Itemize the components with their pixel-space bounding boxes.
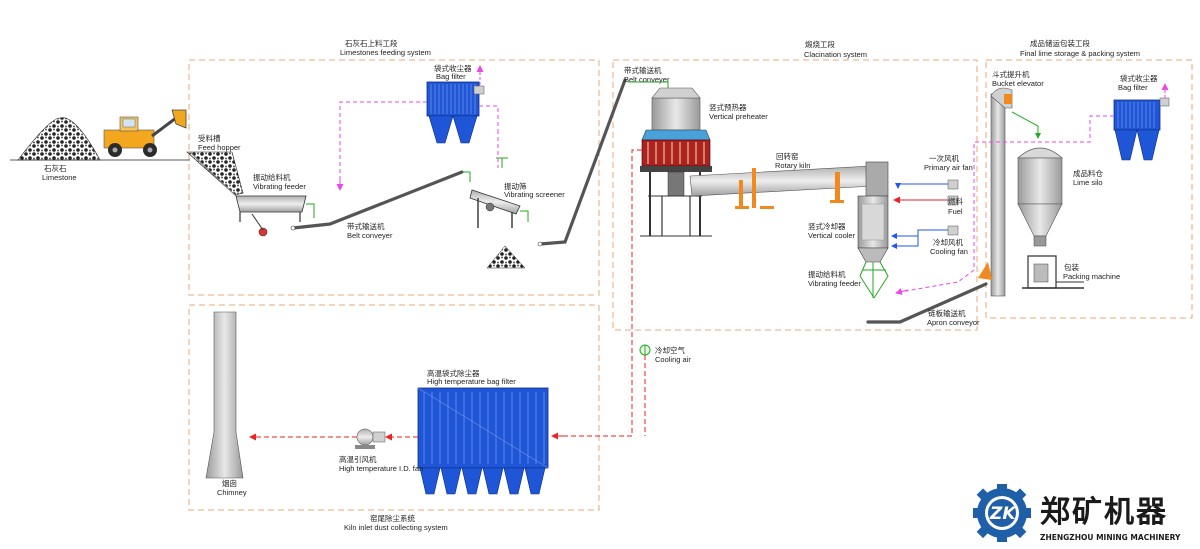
feeding-section-title-cn: 石灰石上料工段: [345, 38, 398, 48]
vertical-preheater-label-cn: 竖式预热器: [709, 102, 747, 112]
cooling-air-valve: [639, 344, 651, 356]
packing-machine: [1022, 255, 1084, 289]
bucket-elevator-label-cn: 斗式提升机: [992, 69, 1030, 79]
chimney-label-cn: 烟囱: [222, 478, 237, 488]
belt-conveyor-2: [537, 78, 627, 247]
screener-material-flow: [520, 210, 529, 222]
belt-conveyor-1: [290, 170, 464, 231]
bag-filter-2: [1113, 97, 1170, 161]
fuel-feed: [893, 195, 959, 206]
chimney: [205, 311, 244, 479]
ht-bag-filter: [417, 387, 549, 495]
brand-name-en: ZHENGZHOU MINING MACHINERY: [1040, 533, 1181, 542]
belt-conveyor-2-label-en: Belt conveyer: [624, 75, 670, 84]
storage-section-border: [985, 59, 1193, 319]
bag-filter-1: [426, 81, 485, 144]
limestone-label-cn: 石灰石: [44, 163, 67, 173]
brand-name-cn: 郑矿机器: [1040, 495, 1168, 530]
storage-section-title-cn: 成品储运包装工段: [1030, 38, 1090, 48]
ht-id-fan-label-en: High temperature I.D. fan: [339, 464, 423, 473]
ht-bag-filter-label-en: High temperature bag filter: [427, 377, 516, 386]
screened-stone-pile: [486, 245, 526, 269]
ht-id-fan: [355, 428, 386, 449]
vertical-preheater-label-en: Vertical preheater: [709, 112, 768, 121]
brand-mark: ZK: [989, 504, 1017, 524]
vertical-preheater: [640, 87, 712, 237]
fuel-label-cn: 燃料: [948, 196, 963, 206]
vertical-cooler-label-cn: 竖式冷却器: [808, 221, 846, 231]
cooling-air-label-cn: 冷却空气: [655, 345, 685, 355]
lime-silo-label-cn: 成品料仓: [1073, 168, 1103, 178]
apron-conveyor: [866, 282, 988, 324]
dust-section-title-cn: 窑尾除尘系统: [370, 513, 415, 523]
feed-hopper: [186, 151, 244, 197]
belt-conveyor-1-label-en: Belt conveyer: [347, 231, 393, 240]
belt-conveyor-1-label-cn: 带式输送机: [347, 221, 385, 231]
storage-dust-arrow: [895, 288, 909, 295]
calcination-section-title-en: Clacination system: [804, 50, 867, 59]
vertical-cooler-label-en: Vertical cooler: [808, 231, 856, 240]
ht-bag-filter-label-cn: 高温袋式除尘器: [427, 368, 480, 378]
cooling-fan-label-en: Cooling fan: [930, 247, 968, 256]
calcination-section-border: [612, 59, 978, 331]
vibrating-feeder-2-label-cn: 振动给料机: [808, 269, 846, 279]
wheel-loader: [103, 109, 187, 157]
rotary-kiln-label-cn: 回转窑: [776, 151, 799, 161]
lime-silo-label-en: Lime silo: [1073, 178, 1103, 187]
belt-1-material-flow: [462, 171, 471, 182]
belt-conveyor-2-label-cn: 带式输送机: [624, 65, 662, 75]
dust-section-title-en: Kiln inlet dust collecting system: [344, 523, 448, 532]
bucket-elevator: [978, 87, 1013, 297]
calcination-section-title-cn: 煅烧工段: [805, 39, 835, 49]
primary-air-fan: [895, 179, 959, 190]
feed-hopper-label-cn: 受料槽: [198, 133, 221, 143]
packing-machine-label-en: Packing machine: [1063, 272, 1120, 281]
limestone-label-en: Limestone: [42, 173, 77, 182]
gear-icon: [973, 484, 1031, 542]
dust-section-border: [188, 304, 600, 511]
packing-machine-label-cn: 包装: [1064, 262, 1080, 272]
feed-hopper-label-en: Feed hopper: [198, 143, 241, 152]
vibrating-feeder-1: [235, 195, 307, 237]
vibrating-feeder-1-label-cn: 振动给料机: [253, 172, 291, 182]
fuel-label-en: Fuel: [948, 207, 963, 216]
storage-dust-duct: [899, 115, 1114, 293]
cooling-fan: [891, 225, 959, 249]
vibrating-screener-label-cn: 振动筛: [504, 181, 527, 191]
feeding-section-title-en: Limestones feeding system: [340, 48, 431, 57]
limestone-pile: [10, 117, 190, 161]
lime-silo: [1017, 147, 1063, 247]
bucket-elevator-label-en: Bucket elevator: [992, 79, 1044, 88]
bag-filter-1-label-cn: 袋式收尘器: [434, 63, 472, 73]
storage-section-title-en: Final lime storage & packing system: [1020, 49, 1140, 58]
cooling-air-label-en: Cooling air: [655, 355, 691, 364]
vibrating-feeder-2: [859, 261, 889, 299]
cooling-fan-label-cn: 冷却风机: [933, 237, 963, 247]
feeding-dust-duct: [339, 101, 499, 186]
apron-conveyor-label-en: Apron conveyor: [927, 318, 980, 327]
feeder-1-material-flow: [306, 203, 315, 218]
vibrating-screener-label-en: Vibrating screener: [504, 190, 565, 199]
vibrating-feeder-1-label-en: Vibrating feeder: [253, 182, 306, 191]
rotary-kiln-label-en: Rotary kiln: [775, 161, 810, 170]
flue-gas-duct: [560, 149, 646, 437]
ht-id-fan-label-cn: 高温引风机: [339, 454, 377, 464]
chimney-label-en: Chimney: [217, 488, 247, 497]
bag-filter-1-label-en: Bag filter: [436, 72, 466, 81]
elevator-to-silo-flow: [1011, 111, 1041, 139]
bag-filter-2-label-en: Bag filter: [1118, 83, 1148, 92]
vertical-cooler: [857, 195, 889, 263]
vibrating-feeder-2-label-en: Vibrating feeder: [808, 279, 861, 288]
feeding-section-border: [188, 59, 600, 296]
vibrating-screener: [469, 189, 521, 228]
bag-filter-2-label-cn: 袋式收尘器: [1120, 73, 1158, 83]
brand-logo: ZK 郑矿机器 ZHENGZHOU MINING MACHINERY: [973, 484, 1181, 542]
apron-conveyor-label-cn: 链板输送机: [928, 308, 966, 318]
primary-air-fan-label-en: Primary air fan: [924, 163, 973, 172]
primary-air-fan-label-cn: 一次风机: [929, 153, 959, 163]
